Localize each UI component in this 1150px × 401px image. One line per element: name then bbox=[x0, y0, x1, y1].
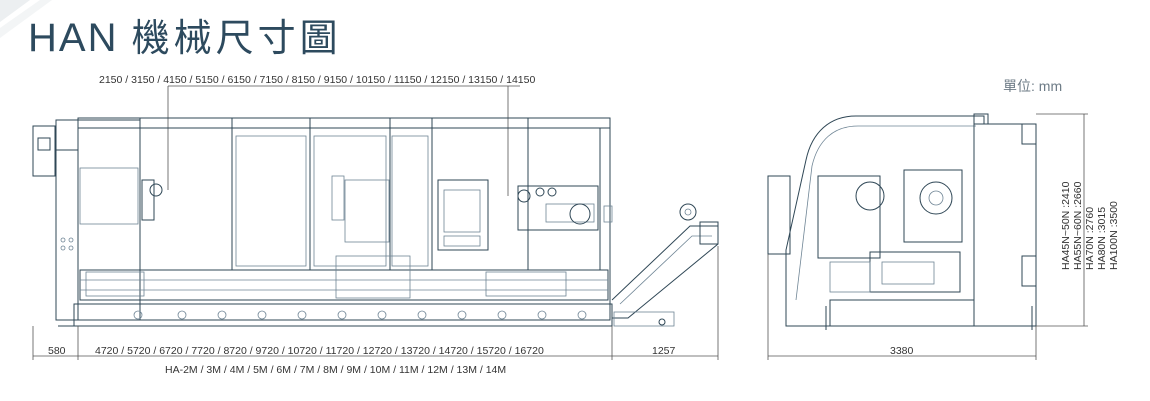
dim-height-3: HA70N :2760 bbox=[1084, 206, 1096, 270]
side-view bbox=[767, 113, 1088, 360]
dim-height-2: HA55N~60N :2660 bbox=[1072, 181, 1084, 270]
dim-bed-lengths: 4720 / 5720 / 6720 / 7720 / 8720 / 9720 … bbox=[95, 345, 544, 357]
title-model: HAN bbox=[28, 16, 119, 60]
base-feet bbox=[133, 310, 587, 320]
dim-height-5: HA100N :3500 bbox=[1108, 201, 1120, 270]
dim-height-4: HA80N :3015 bbox=[1096, 206, 1108, 270]
page-title: HAN 機械尺寸圖 bbox=[28, 14, 342, 62]
dim-models: HA-2M / 3M / 4M / 5M / 6M / 7M / 8M / 9M… bbox=[165, 364, 507, 376]
front-view bbox=[32, 85, 719, 360]
dim-left-offset: 580 bbox=[48, 345, 66, 357]
unit-label: 單位: mm bbox=[1003, 78, 1063, 94]
dim-top-lengths: 2150 / 3150 / 4150 / 5150 / 6150 / 7150 … bbox=[99, 74, 536, 86]
title-label: 機械尺寸圖 bbox=[131, 16, 342, 60]
dim-height-1: HA45N~50N :2410 bbox=[1060, 181, 1072, 270]
dim-side-width: 3380 bbox=[890, 345, 914, 357]
dim-conveyor: 1257 bbox=[652, 345, 676, 357]
corner-decoration bbox=[0, 0, 52, 38]
